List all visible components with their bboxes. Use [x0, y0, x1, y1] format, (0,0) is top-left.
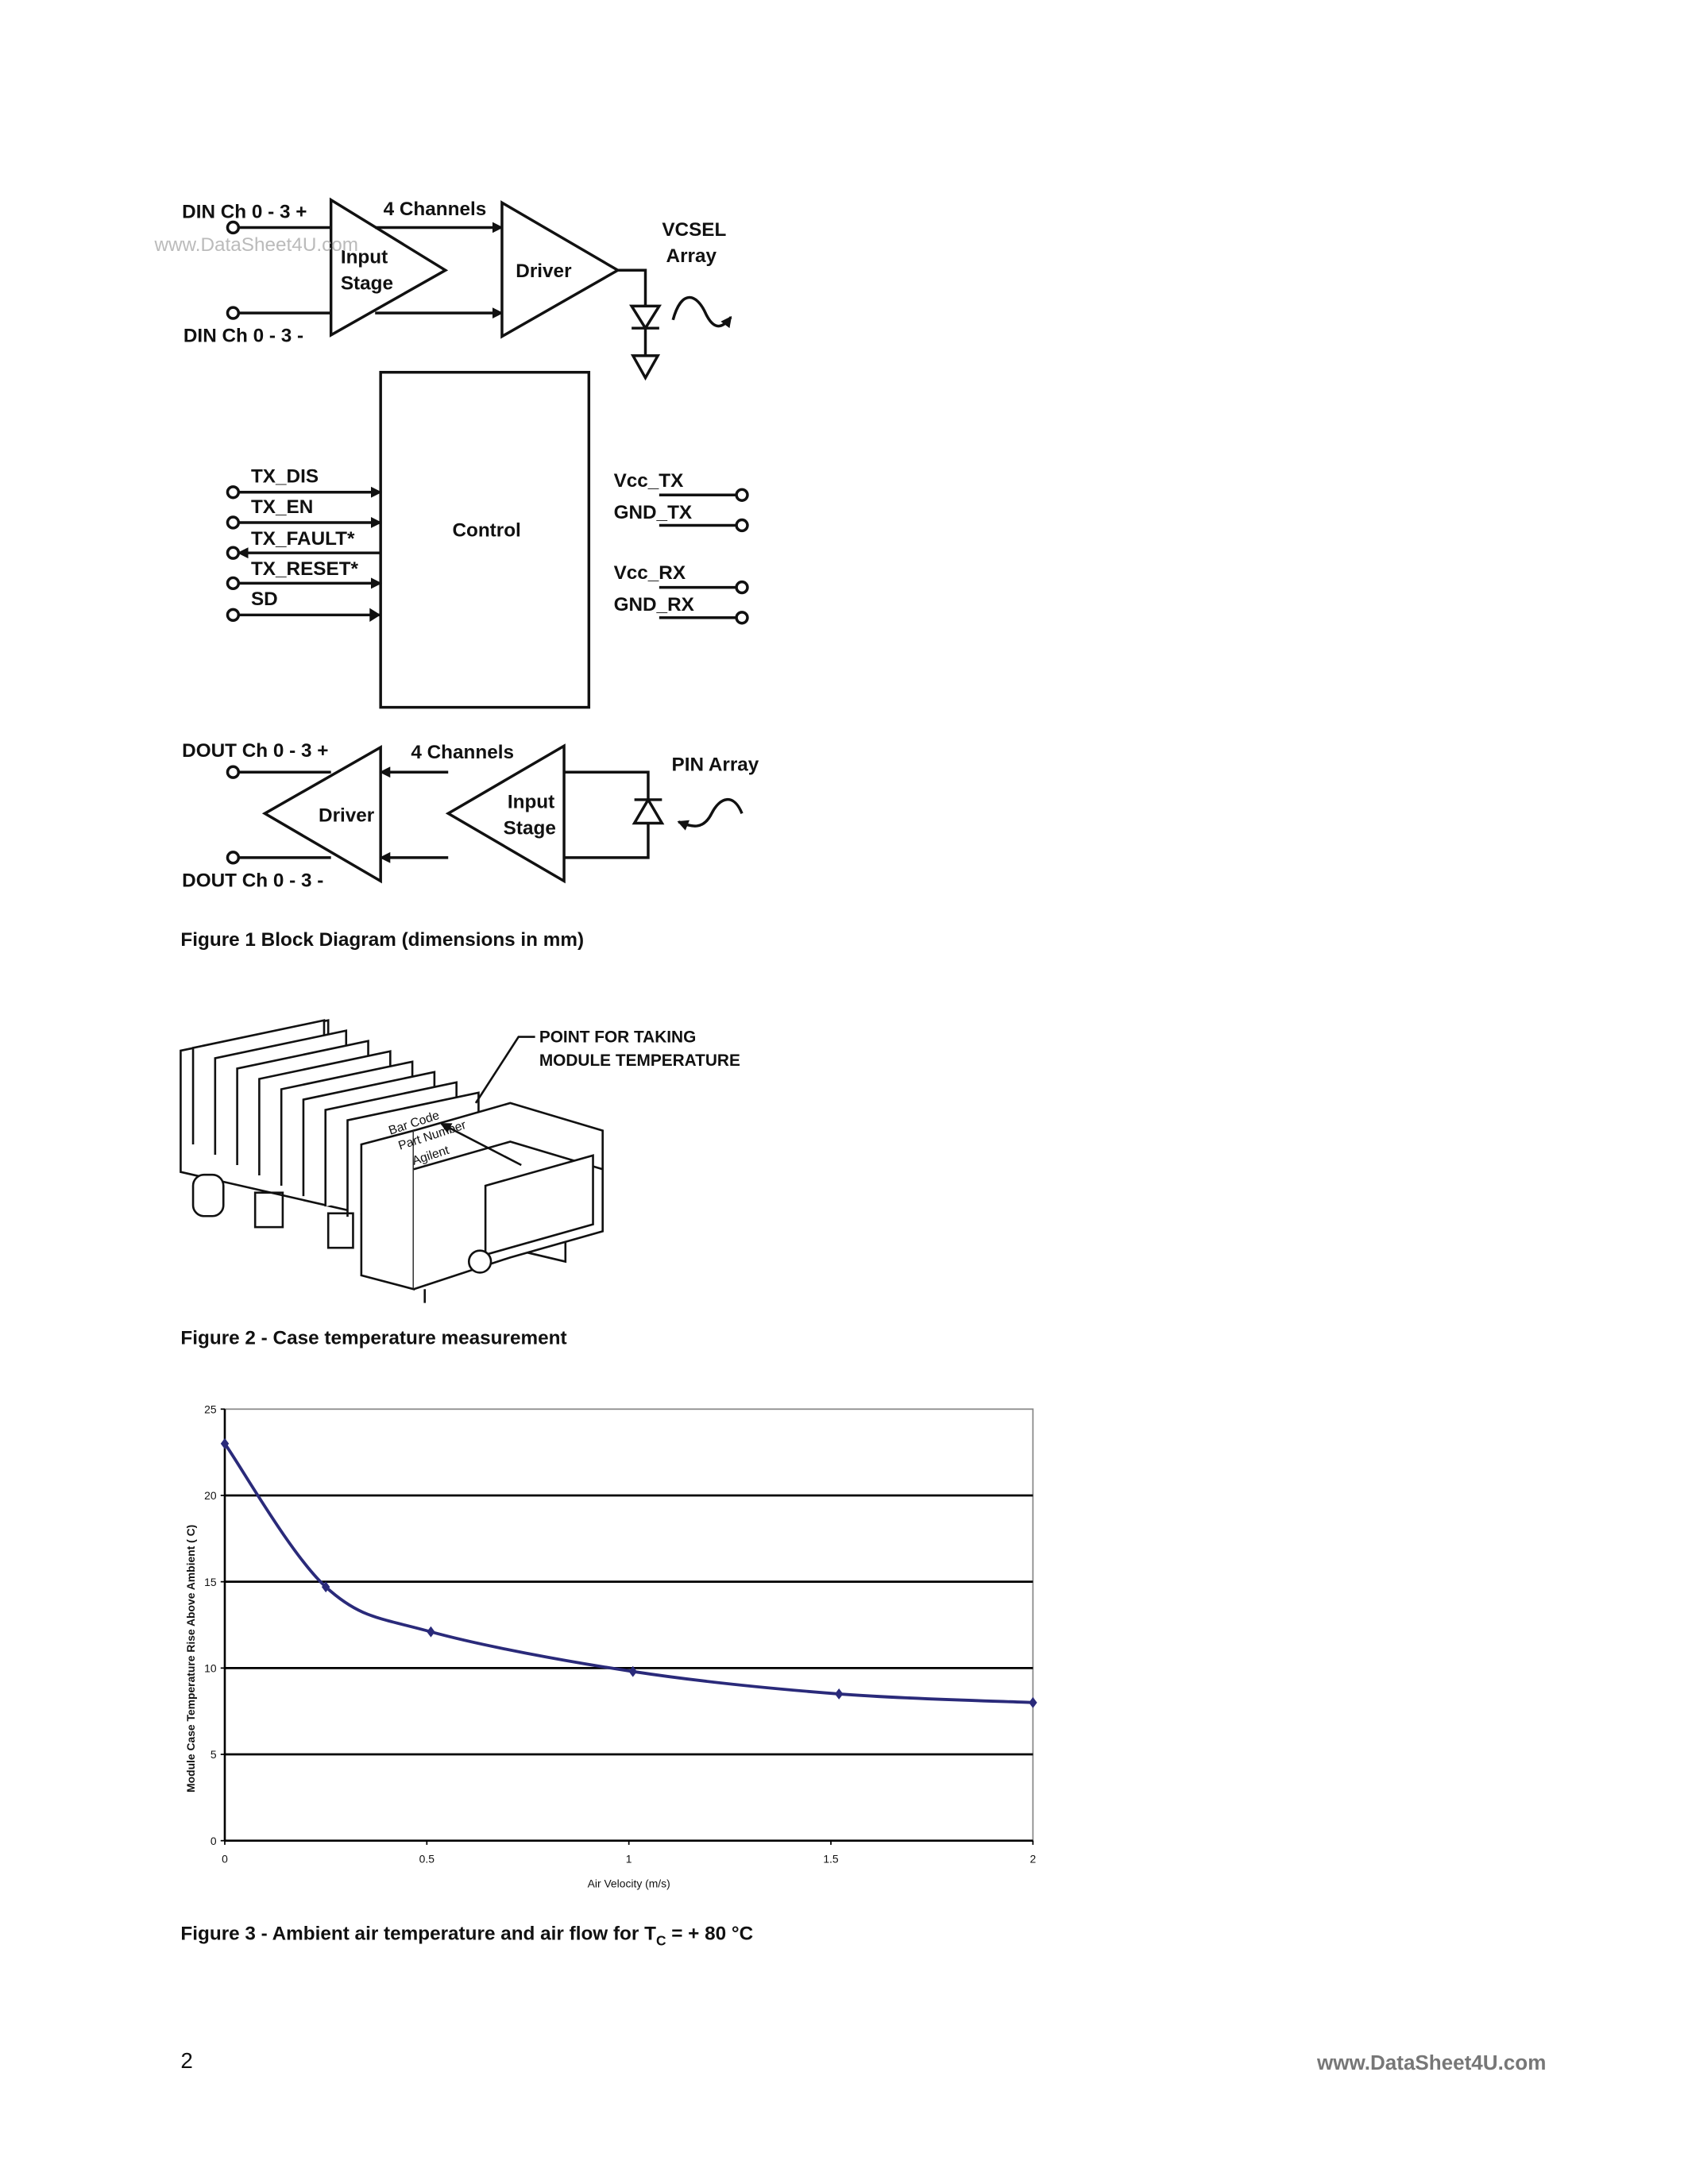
- x-tick-label: 0.5: [419, 1852, 435, 1865]
- series-line: [223, 1442, 1033, 1704]
- plot-area: [224, 1408, 1034, 1842]
- control-block: [379, 371, 591, 709]
- receiver-input-stage: [445, 743, 566, 884]
- data-point: [220, 1437, 230, 1449]
- output-driver-amplifier: [261, 744, 382, 884]
- output-driver-label: Driver: [319, 805, 375, 827]
- dout-plus-label: DOUT Ch 0 - 3 +: [182, 740, 328, 762]
- input-stage-label: Input: [341, 247, 388, 268]
- input-stage-label-2: Stage: [341, 273, 393, 295]
- channels-bottom-label: 4 Channels: [411, 742, 514, 763]
- ground-icon: [630, 354, 661, 381]
- signal-tx-fault: TX_FAULT*: [251, 528, 355, 550]
- watermark: www.DataSheet4U.com: [153, 234, 358, 256]
- y-tick-label: 0: [211, 1835, 217, 1847]
- footer-site-link[interactable]: www.DataSheet4U.com: [1316, 2051, 1546, 2074]
- dout-minus-label: DOUT Ch 0 - 3 -: [182, 870, 323, 891]
- x-tick-label: 0: [222, 1852, 228, 1865]
- light-input-icon: [677, 798, 744, 831]
- signal-sd: SD: [251, 588, 278, 610]
- din-plus-label: DIN Ch 0 - 3 +: [182, 201, 307, 222]
- control-signals: TX_DIS TX_EN TX_FAULT* TX_RESET* SD: [226, 466, 382, 622]
- din-minus-label: DIN Ch 0 - 3 -: [183, 326, 303, 347]
- x-axis-label: Air Velocity (m/s): [588, 1877, 670, 1890]
- pin-gnd-tx: GND_TX: [614, 502, 693, 523]
- data-point: [427, 1626, 435, 1638]
- page-number: 2: [180, 2048, 192, 2073]
- figure3-caption: Figure 3 - Ambient air temperature and a…: [180, 1924, 753, 1949]
- signal-tx-en: TX_EN: [251, 496, 313, 518]
- figure2-caption: Figure 2 - Case temperature measurement: [180, 1328, 566, 1349]
- temperature-chart: Module Case Temperature Rise Above Ambie…: [184, 1403, 1037, 1890]
- signal-tx-dis: TX_DIS: [251, 466, 319, 488]
- y-tick-label: 25: [204, 1403, 217, 1416]
- module-drawing: [180, 1019, 604, 1303]
- channels-top-label: 4 Channels: [384, 199, 487, 220]
- data-point: [834, 1688, 844, 1700]
- power-pins: Vcc_TX GND_TX Vcc_RX GND_RX: [614, 470, 749, 625]
- vcsel-diode-icon: [629, 304, 662, 331]
- din-plus-terminal: [226, 220, 241, 235]
- figure1-caption: Figure 1 Block Diagram (dimensions in mm…: [180, 929, 584, 951]
- pin-gnd-rx: GND_RX: [614, 594, 694, 615]
- y-tick-label: 15: [204, 1576, 217, 1588]
- x-tick-label: 1.5: [823, 1852, 839, 1865]
- din-minus-terminal: [226, 306, 241, 320]
- pin-vcc-tx: Vcc_TX: [614, 470, 684, 492]
- y-tick-label: 20: [204, 1489, 217, 1502]
- control-label: Control: [452, 519, 520, 541]
- signal-tx-reset: TX_RESET*: [251, 558, 359, 580]
- y-tick-label: 5: [211, 1748, 217, 1761]
- pin-array-label: PIN Array: [671, 754, 759, 775]
- rx-input-label: Input: [508, 791, 554, 812]
- pin-vcc-rx: Vcc_RX: [614, 562, 686, 584]
- block-diagram: DIN Ch 0 - 3 + DIN Ch 0 - 3 - Input Stag…: [182, 197, 759, 891]
- light-emission-icon: [671, 295, 732, 329]
- x-tick-label: 1: [626, 1852, 632, 1865]
- x-tick-label: 2: [1029, 1852, 1036, 1865]
- photodiode-icon: [632, 797, 665, 825]
- data-point: [1029, 1696, 1037, 1708]
- y-axis-label: Module Case Temperature Rise Above Ambie…: [184, 1525, 197, 1792]
- y-tick-label: 10: [204, 1662, 217, 1675]
- driver-label: Driver: [516, 260, 572, 282]
- input-stage-amplifier: [329, 197, 449, 338]
- callout-line1: POINT FOR TAKING: [539, 1028, 696, 1046]
- vcsel-label: VCSEL: [662, 219, 726, 241]
- vcsel-label-2: Array: [666, 245, 717, 267]
- callout-line2: MODULE TEMPERATURE: [539, 1051, 740, 1070]
- driver-amplifier: [500, 200, 621, 339]
- rx-stage-label: Stage: [504, 817, 556, 839]
